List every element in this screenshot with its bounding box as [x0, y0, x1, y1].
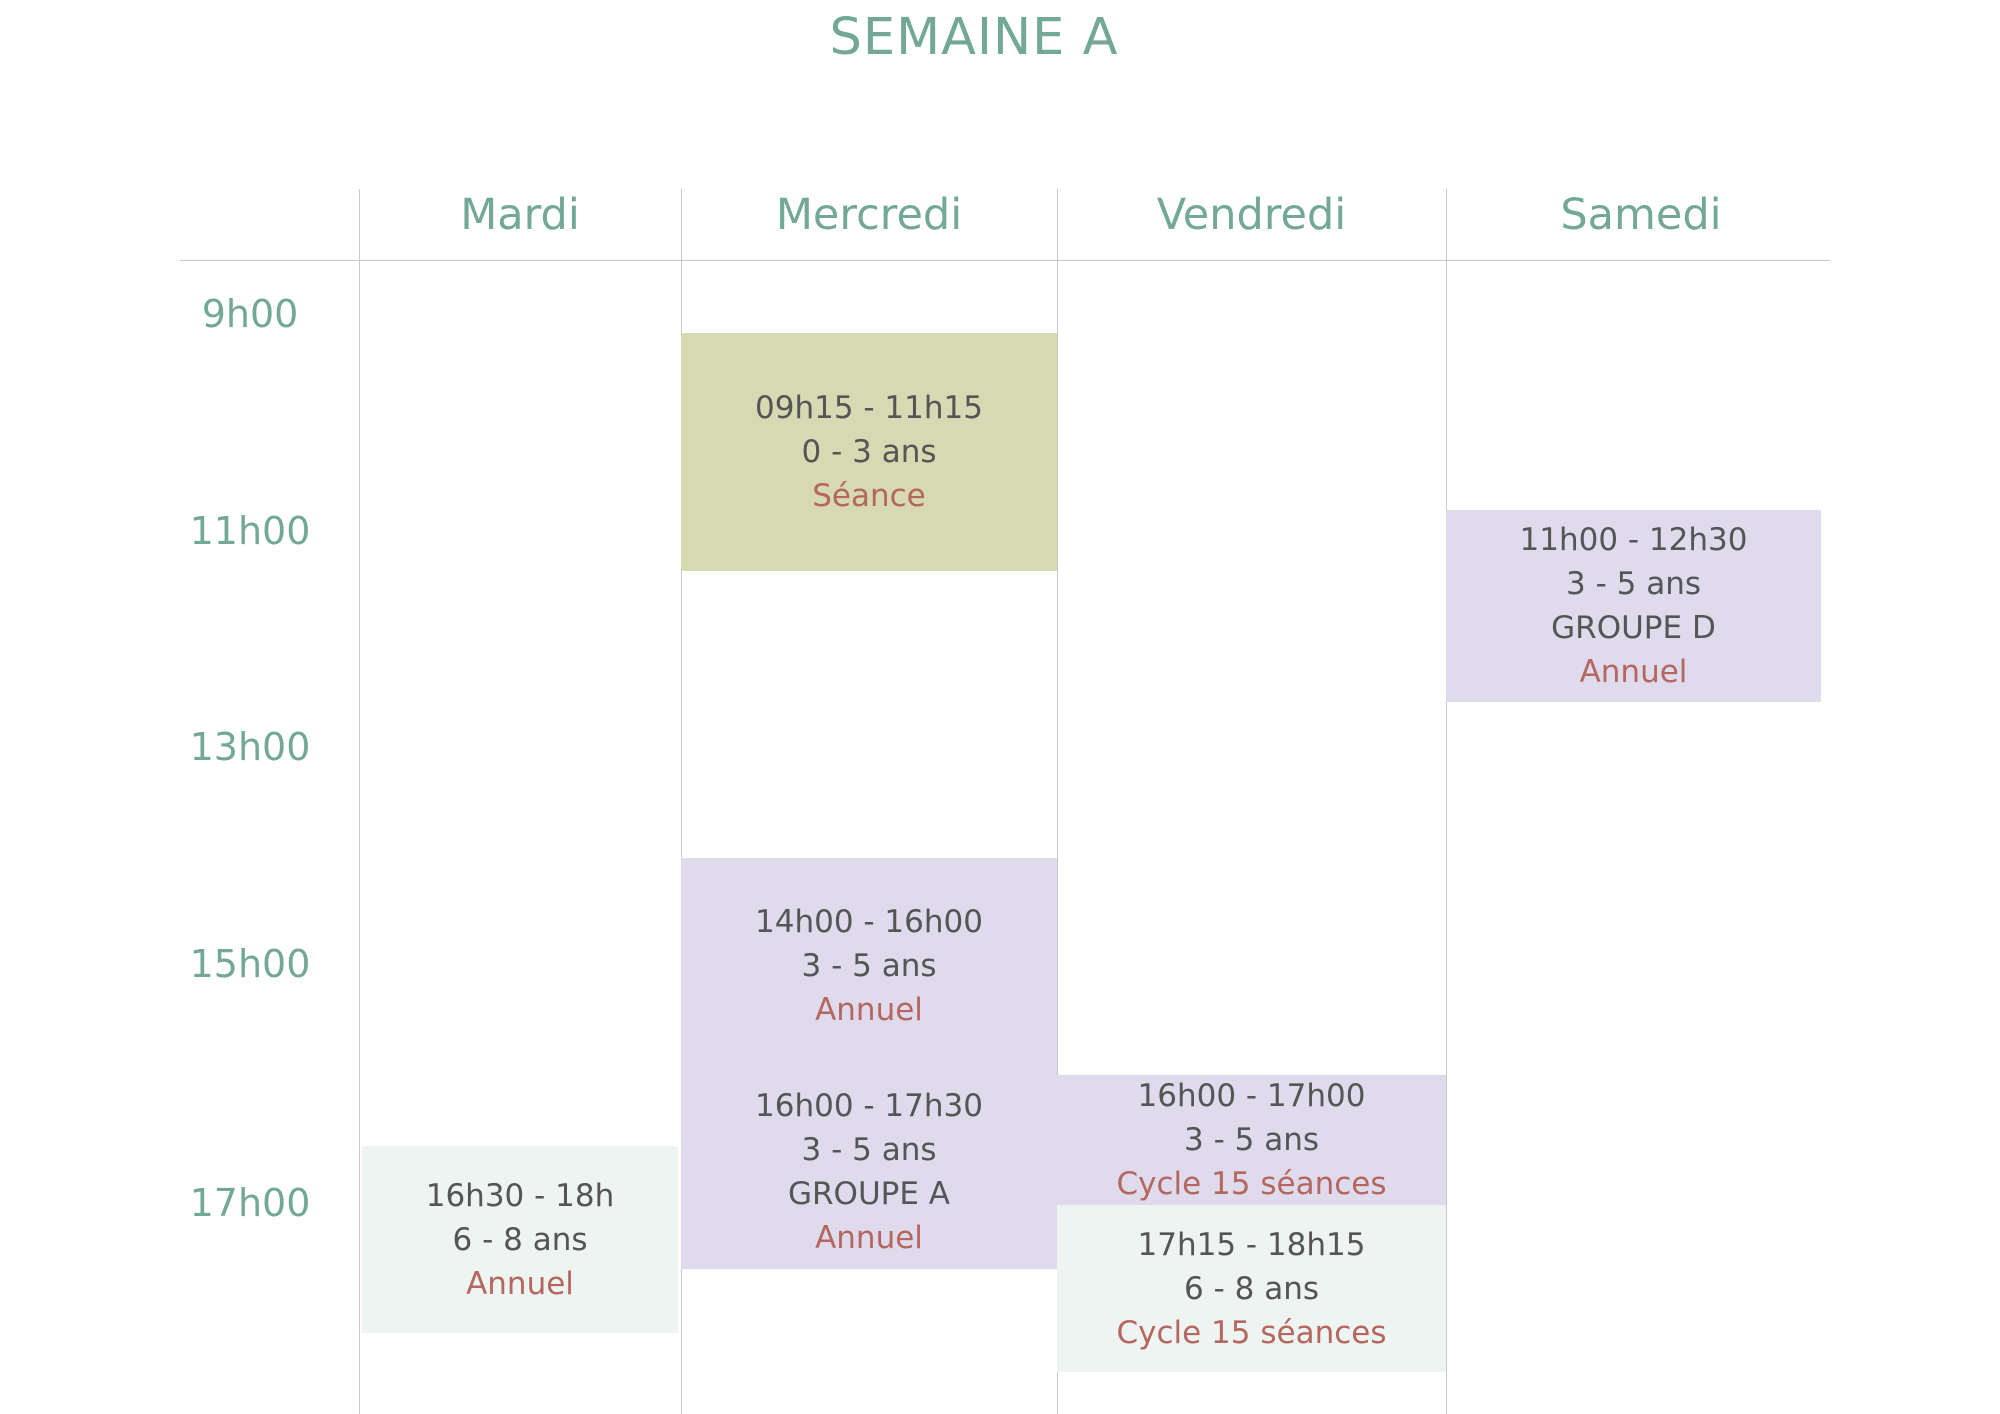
slot-age: 3 - 5 ans: [1566, 566, 1701, 602]
day-header-wednesday: Mercredi: [775, 190, 963, 240]
slot-age: 0 - 3 ans: [801, 434, 937, 470]
slot-time: 14h00 - 16h00: [755, 904, 983, 940]
slot-time: 16h00 - 17h30: [755, 1087, 983, 1124]
slot-wednesday-0915[interactable]: 09h15 - 11h15 0 - 3 ans Séance: [681, 333, 1057, 571]
slot-wednesday-1400[interactable]: 14h00 - 16h00 3 - 5 ans Annuel: [681, 858, 1057, 1074]
header-divider: [180, 260, 1830, 261]
slot-plan: Cycle 15 séances: [1116, 1166, 1387, 1202]
slot-friday-1715[interactable]: 17h15 - 18h15 6 - 8 ans Cycle 15 séances: [1057, 1205, 1446, 1372]
slot-time: 11h00 - 12h30: [1519, 522, 1748, 558]
slot-age: 3 - 5 ans: [801, 1131, 937, 1168]
slot-plan: Annuel: [466, 1265, 574, 1302]
grid-line-col2: [681, 189, 682, 1414]
slot-group: GROUPE D: [1551, 610, 1716, 646]
slot-wednesday-1600[interactable]: 16h00 - 17h30 3 - 5 ans GROUPE A Annuel: [681, 1074, 1057, 1269]
slot-saturday-1100[interactable]: 11h00 - 12h30 3 - 5 ans GROUPE D Annuel: [1446, 510, 1821, 702]
slot-time: 17h15 - 18h15: [1137, 1226, 1366, 1263]
slot-age: 3 - 5 ans: [801, 948, 937, 984]
slot-plan: Annuel: [815, 992, 923, 1028]
time-label-17h00: 17h00: [189, 1181, 311, 1225]
page-title: SEMAINE A: [829, 8, 1119, 67]
grid-line-col1: [359, 189, 360, 1414]
day-header-saturday: Samedi: [1560, 190, 1722, 240]
day-header-friday: Vendredi: [1156, 190, 1347, 240]
slot-age: 6 - 8 ans: [452, 1221, 588, 1258]
day-header-tuesday: Mardi: [460, 190, 580, 240]
slot-plan: Cycle 15 séances: [1116, 1314, 1387, 1351]
time-label-15h00: 15h00: [189, 942, 311, 986]
slot-plan: Annuel: [815, 1219, 923, 1256]
slot-time: 16h30 - 18h: [425, 1177, 615, 1214]
slot-tuesday-1630[interactable]: 16h30 - 18h 6 - 8 ans Annuel: [362, 1146, 678, 1333]
time-label-13h00: 13h00: [189, 725, 311, 769]
slot-age: 6 - 8 ans: [1184, 1270, 1319, 1307]
slot-plan: Annuel: [1579, 654, 1688, 690]
grid-line-col3: [1057, 189, 1058, 1414]
slot-age: 3 - 5 ans: [1184, 1122, 1319, 1158]
slot-time: 09h15 - 11h15: [755, 390, 983, 426]
time-label-9h00: 9h00: [201, 292, 299, 336]
slot-time: 16h00 - 17h00: [1137, 1078, 1366, 1114]
slot-friday-1600[interactable]: 16h00 - 17h00 3 - 5 ans Cycle 15 séances: [1057, 1075, 1446, 1205]
grid-line-col4: [1446, 189, 1447, 1414]
time-label-11h00: 11h00: [189, 509, 311, 553]
slot-group: GROUPE A: [788, 1175, 950, 1212]
slot-plan: Séance: [812, 478, 926, 514]
